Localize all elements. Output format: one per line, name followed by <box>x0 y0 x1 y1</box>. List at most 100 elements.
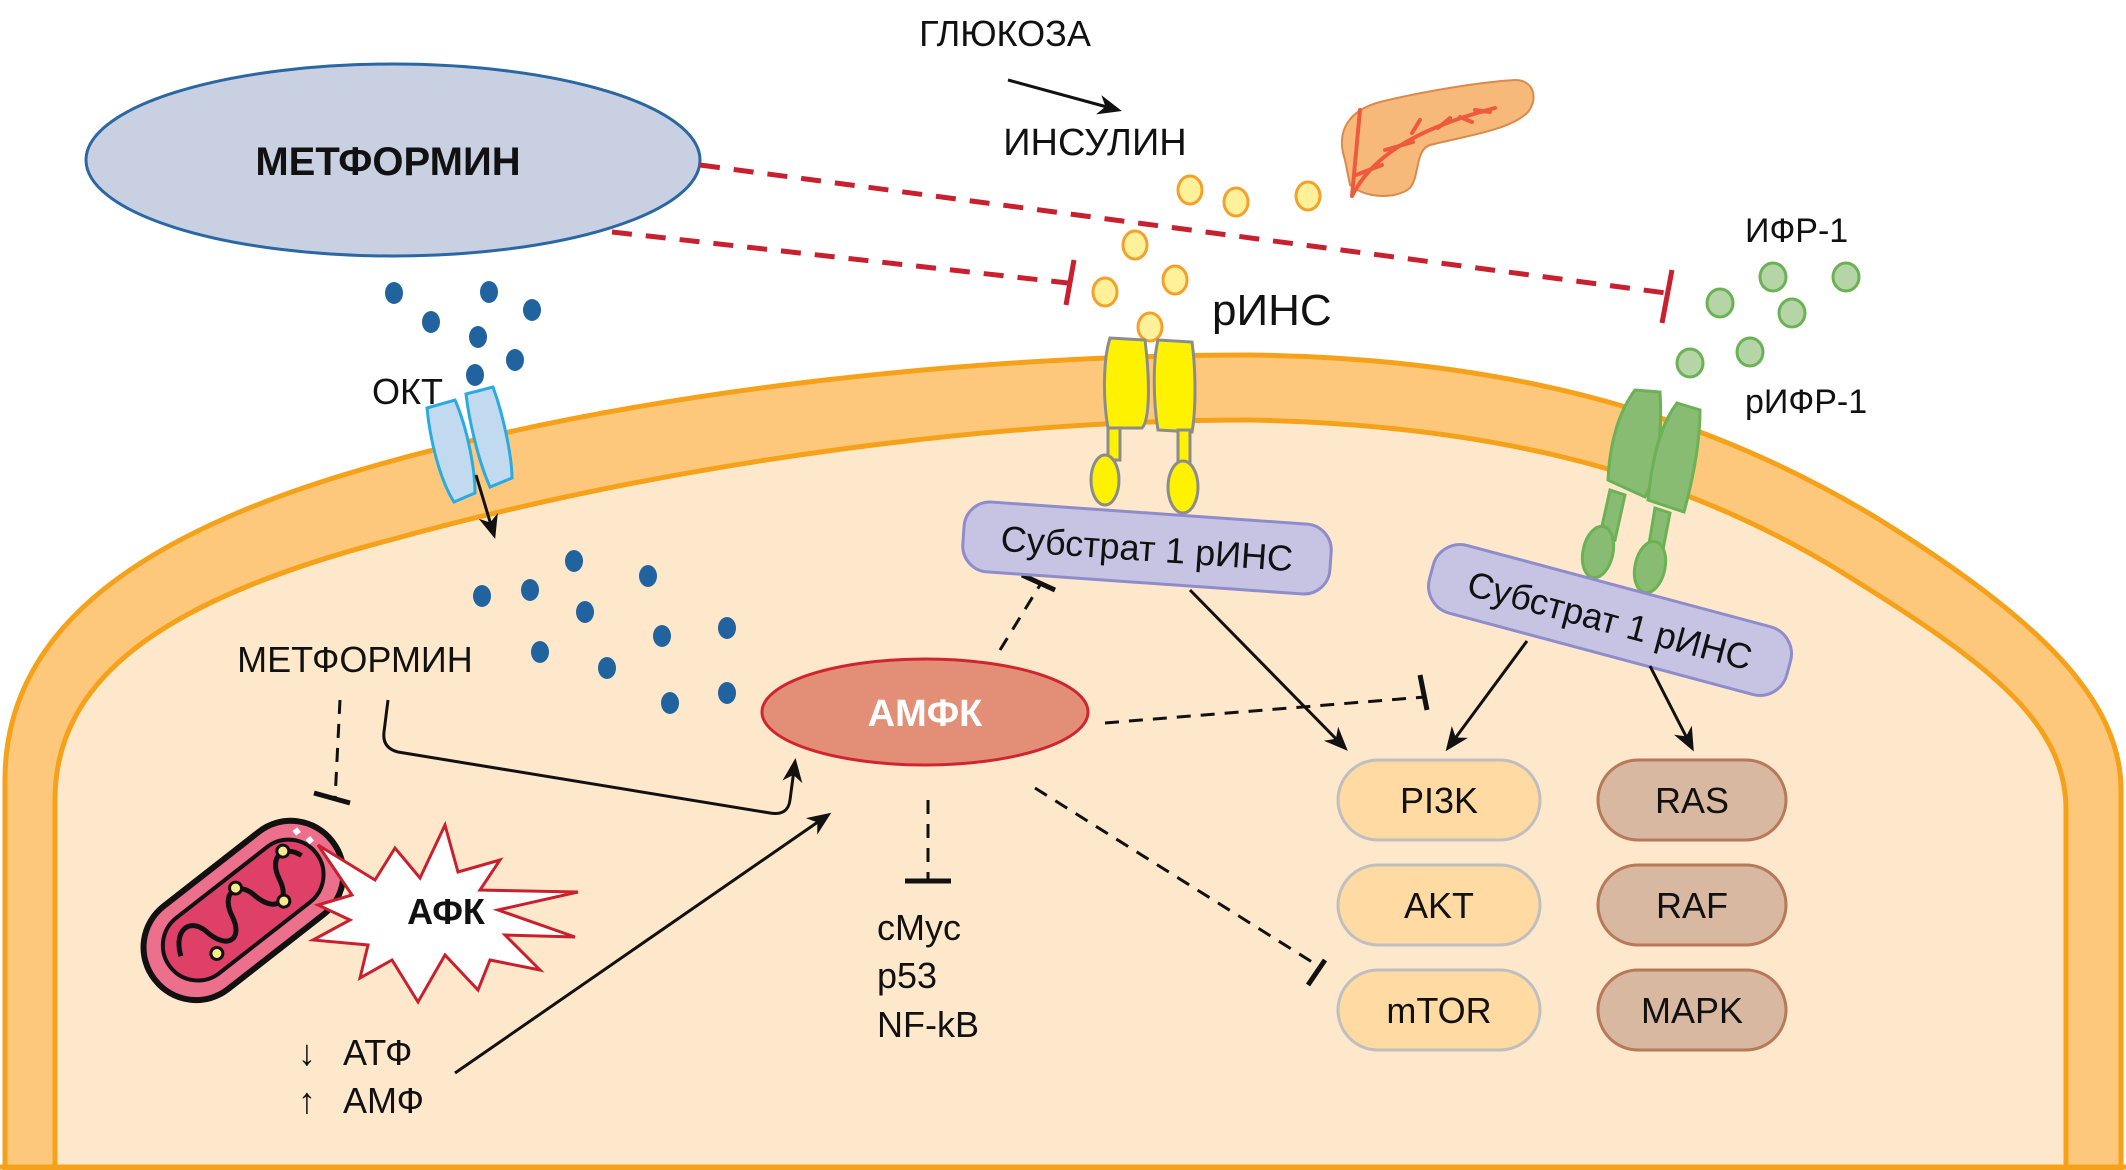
insulin-dot <box>1294 180 1322 212</box>
pi3k-label: PI3K <box>1400 780 1478 821</box>
mtor-label: mTOR <box>1386 990 1491 1031</box>
insulin-dot <box>1121 229 1149 261</box>
insulin-dot <box>1136 311 1164 343</box>
ros-burst-shape <box>307 820 579 1005</box>
ampk-inhibit-pi3k-line <box>1104 695 1426 725</box>
metformin-ellipse[interactable] <box>84 62 702 258</box>
inhibit-ins-bar <box>1063 259 1077 306</box>
substrate-ins-box[interactable]: Субстрат 1 рИНС <box>961 500 1333 596</box>
ras-node[interactable]: RAS <box>1596 758 1788 842</box>
pancreas-icon <box>1340 78 1535 198</box>
ampk-target: p53 <box>877 955 937 996</box>
pi3k-pathway: PI3K AKT mTOR <box>1336 758 1542 1052</box>
substrate-ins-to-pi3k-arrow <box>1188 588 1348 751</box>
metformin-dot <box>466 364 484 386</box>
metformin-dot <box>639 565 657 587</box>
insulin-label: ИНСУЛИН <box>1003 122 1187 164</box>
cell <box>0 352 2126 1170</box>
igf1-dot <box>1777 297 1807 329</box>
energy-status: ↓ АТФ ↑ АМФ <box>298 1032 424 1121</box>
metformin-dot <box>506 349 524 371</box>
mapk-label: MAPK <box>1641 990 1743 1031</box>
metformin-dot <box>523 299 541 321</box>
akt-label: AKT <box>1404 885 1474 926</box>
metformin-inner-label: МЕТФОРМИН <box>237 639 473 680</box>
amp-label: АМФ <box>343 1080 424 1121</box>
igf1-dot <box>1831 261 1861 293</box>
ampk-inhibit-substrate-bar <box>1020 572 1057 593</box>
igf1-dot <box>1758 261 1788 293</box>
mapk-node[interactable]: MAPK <box>1596 968 1788 1052</box>
ampk-inhibit-mtor-bar <box>1305 958 1328 987</box>
ampk-inhibit-pi3k-bar <box>1417 674 1430 711</box>
ros-burst: АФК <box>307 820 579 1005</box>
ampk-target-list: cMyc p53 NF-kB <box>877 907 979 1045</box>
igf1-receptor[interactable] <box>1578 388 1702 596</box>
insulin-dot <box>1222 186 1250 218</box>
igf1-receptor-label: рИФР-1 <box>1745 383 1867 421</box>
glucose-label: ГЛЮКОЗА <box>919 13 1091 54</box>
mtor-node[interactable]: mTOR <box>1336 968 1542 1052</box>
glucose-to-insulin-arrow <box>1007 78 1122 115</box>
igf1-dot <box>1735 336 1765 368</box>
inhibit-igf-line <box>699 162 1667 296</box>
oct-transporter[interactable] <box>425 385 514 504</box>
pi3k-node[interactable]: PI3K <box>1336 758 1542 842</box>
metformin-molecules-inside <box>473 550 736 714</box>
igf1-molecules <box>1675 261 1861 379</box>
insulin-molecules <box>1091 174 1322 343</box>
igf1-dot <box>1675 347 1705 379</box>
substrate-igf-to-pi3k-arrow <box>1445 640 1529 752</box>
metformin-dot <box>473 585 491 607</box>
metformin-dot <box>661 692 679 714</box>
insulin-dot <box>1161 264 1189 296</box>
metformin-dot <box>576 601 594 623</box>
mitochondria-icon <box>140 817 347 1004</box>
metformin-inhibit-mito-line <box>333 699 342 801</box>
metformin-dot <box>718 617 736 639</box>
ras-label: RAS <box>1655 780 1729 821</box>
insulin-receptor[interactable] <box>1089 336 1200 515</box>
insulin-dot <box>1091 276 1119 308</box>
ampk-target: cMyc <box>877 907 961 948</box>
oct-uptake-arrow <box>474 474 498 539</box>
substrate-igf-to-ras-arrow <box>1648 665 1694 752</box>
insulin-receptor-label: рИНС <box>1212 286 1332 335</box>
metformin-molecules-outside <box>385 281 541 386</box>
igf1-label: ИФР-1 <box>1745 212 1848 250</box>
ampk-node[interactable]: АМФК <box>760 657 1090 767</box>
metformin-inhibitions <box>611 162 1675 324</box>
raf-node[interactable]: RAF <box>1596 863 1788 947</box>
metformin-activate-ampk-arrow <box>382 699 803 815</box>
inhibit-igf-bar <box>1659 269 1675 324</box>
metformin-dot <box>653 625 671 647</box>
metformin-dot <box>480 281 498 303</box>
amp-arrow-icon: ↑ <box>298 1080 316 1121</box>
metformin-dot <box>565 550 583 572</box>
amp-activate-ampk-arrow <box>454 812 832 1075</box>
ampk-ellipse[interactable] <box>760 657 1090 767</box>
mapk-pathway: RAS RAF MAPK <box>1596 758 1788 1052</box>
ampk-inhibit-substrate-line <box>998 584 1042 651</box>
metformin-dot <box>531 641 549 663</box>
akt-node[interactable]: AKT <box>1336 863 1542 947</box>
metformin-dot <box>422 311 440 333</box>
metformin-label: МЕТФОРМИН <box>255 140 520 184</box>
oct-label: ОКТ <box>372 371 443 412</box>
ampk-label: АМФК <box>868 693 984 735</box>
inhibit-ins-line <box>611 229 1069 286</box>
substrate-igf-rect[interactable] <box>1422 538 1798 701</box>
metformin-dot <box>598 657 616 679</box>
ampk-inhibit-mtor-line <box>1034 786 1321 969</box>
metformin-dot <box>718 682 736 704</box>
ros-label: АФК <box>407 891 486 932</box>
substrate-ins-rect[interactable] <box>961 500 1333 596</box>
metformin-node[interactable]: МЕТФОРМИН <box>84 62 702 258</box>
metformin-inhibit-mito-bar <box>313 790 351 806</box>
ampk-target: NF-kB <box>877 1004 979 1045</box>
metformin-dot <box>385 282 403 304</box>
igf1-dot <box>1705 287 1735 319</box>
atp-label: АТФ <box>343 1032 412 1073</box>
insulin-dot <box>1176 174 1204 206</box>
